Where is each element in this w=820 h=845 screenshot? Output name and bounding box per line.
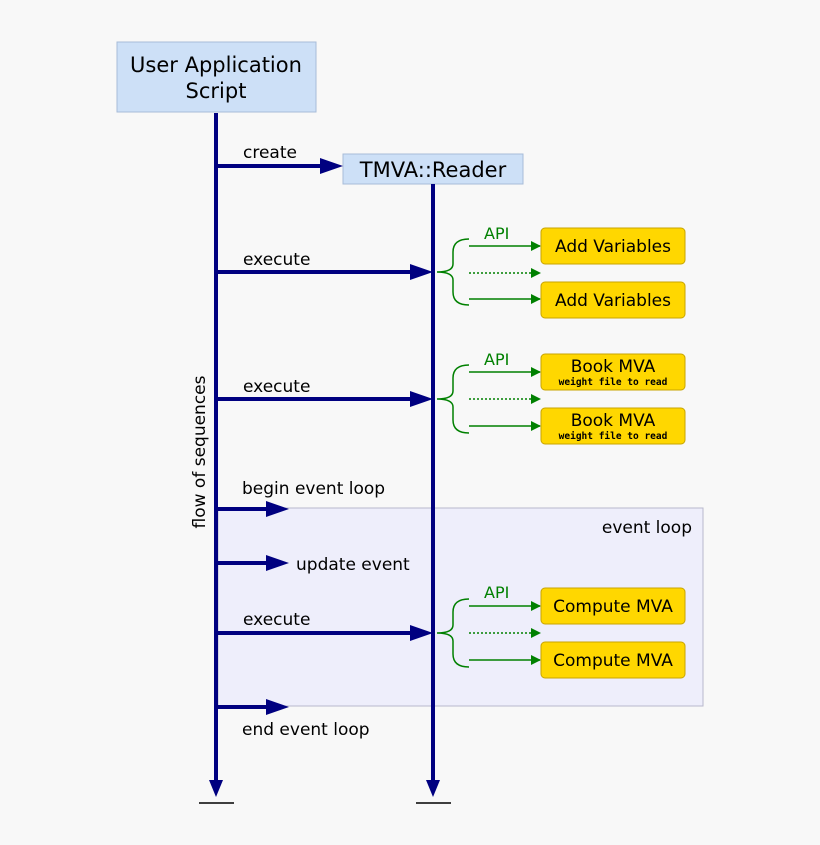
book-mva-box-2-label: Book MVA — [571, 411, 656, 431]
begin-loop-arrowhead — [266, 501, 289, 517]
app-participant-line2: Script — [186, 79, 247, 103]
event-loop-label: event loop — [602, 518, 692, 538]
update-event-arrowhead — [266, 555, 289, 571]
update-event-label: update event — [296, 555, 410, 575]
book-mva-box-2-sublabel: weight file to read — [559, 431, 668, 442]
compute-mva-box-1-label: Compute MVA — [553, 597, 673, 617]
add-variables-box-1-label: Add Variables — [555, 237, 671, 257]
compute-mva-box-2 — [540, 641, 686, 679]
end-loop-arrowhead — [266, 699, 289, 715]
add-variables-box-2 — [540, 281, 686, 319]
api-group-3-brace — [436, 598, 470, 668]
reader-participant-box — [342, 153, 524, 185]
create-label: create — [243, 143, 297, 163]
execute-1-label: execute — [243, 250, 310, 270]
book-mva-box-2 — [540, 407, 686, 445]
execute-3-label: execute — [243, 610, 310, 630]
api-group-2-brace — [436, 364, 470, 434]
flow-of-sequences-label: flow of sequences — [190, 375, 210, 528]
execute-1-arrowhead — [410, 264, 433, 280]
api-group-2-label: API — [484, 350, 509, 369]
book-mva-box-1 — [540, 353, 686, 391]
book-mva-box-1-label: Book MVA — [571, 357, 656, 377]
add-variables-box-1 — [540, 227, 686, 265]
api-group-1-label: API — [484, 224, 509, 243]
api-group-1: API Add Variables Add Variables — [436, 224, 686, 319]
api-group-3: API Compute MVA Compute MVA — [436, 583, 686, 679]
app-lifeline-arrowhead — [209, 780, 223, 797]
end-loop-label: end event loop — [242, 720, 370, 740]
reader-lifeline-arrowhead — [426, 780, 440, 797]
execute-2-label: execute — [243, 377, 310, 397]
execute-2-arrowhead — [410, 391, 433, 407]
reader-participant-label: TMVA::Reader — [359, 158, 507, 182]
api-group-1-brace — [436, 238, 470, 306]
app-participant-line1: User Application — [130, 53, 302, 77]
compute-mva-box-1 — [540, 587, 686, 625]
compute-mva-box-2-label: Compute MVA — [553, 651, 673, 671]
add-variables-box-2-label: Add Variables — [555, 291, 671, 311]
api-group-3-label: API — [484, 583, 509, 602]
execute-3-arrowhead — [410, 625, 433, 641]
api-group-2: API Book MVA weight file to read Book MV… — [436, 350, 686, 445]
book-mva-box-1-sublabel: weight file to read — [559, 377, 668, 388]
create-arrowhead — [320, 158, 343, 174]
begin-loop-label: begin event loop — [242, 479, 385, 499]
app-participant-box — [116, 41, 317, 113]
